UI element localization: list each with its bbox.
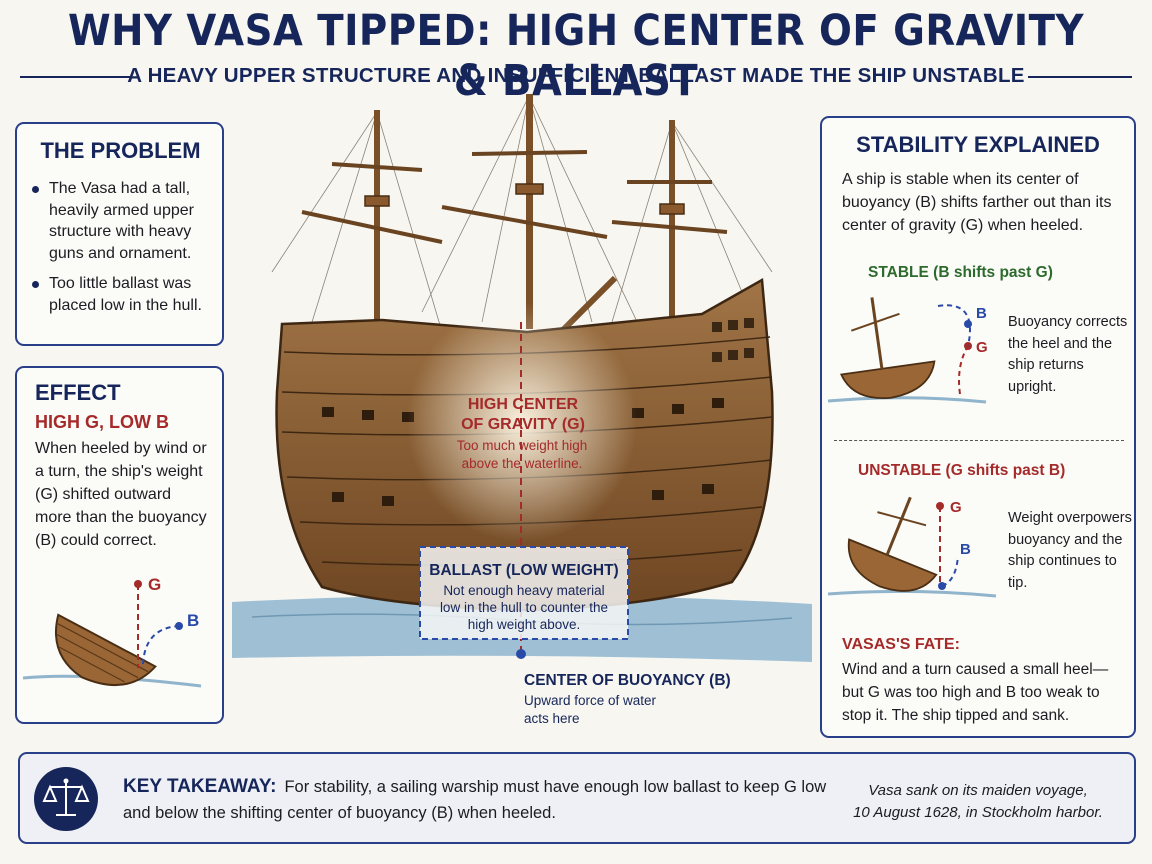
stable-b-point xyxy=(964,320,972,328)
problem-bullet-1: The Vasa had a tall, heavily armed upper… xyxy=(31,178,210,264)
effect-heading: EFFECT xyxy=(35,380,121,405)
fate-text: Wind and a turn caused a small heel—but … xyxy=(842,661,1109,724)
page-subtitle: A HEAVY UPPER STRUCTURE AND INSUFFICIENT… xyxy=(127,64,1025,87)
unstable-water xyxy=(828,589,997,598)
ballast-text: Not enough heavy material low in the hul… xyxy=(439,583,609,632)
subtitle-rule-right xyxy=(1028,76,1132,78)
ballast-box xyxy=(419,546,629,640)
stable-label: STABLE (B shifts past G) xyxy=(868,264,1053,281)
g-point xyxy=(134,580,142,588)
stable-text: Buoyancy corrects the heel and the ship … xyxy=(1008,314,1128,395)
unstable-b-point xyxy=(938,582,946,590)
stern-windows xyxy=(712,318,754,362)
rigging xyxy=(271,95,773,333)
buoyancy-point xyxy=(516,649,526,659)
unstable-b-label: B xyxy=(960,541,971,558)
buoyancy-text: Upward force of water acts here xyxy=(524,693,657,726)
problem-bullets: The Vasa had a tall, heavily armed upper… xyxy=(31,178,210,316)
takeaway-panel: KEY TAKEAWAY: For stability, a sailing wa… xyxy=(18,752,1136,844)
unstable-hull xyxy=(847,496,938,592)
crows-nests xyxy=(364,183,685,215)
problem-heading: THE PROBLEM xyxy=(40,138,201,163)
stability-heading: STABILITY EXPLAINED xyxy=(856,132,1100,157)
effect-text: When heeled by wind or a turn, the ship'… xyxy=(35,440,207,549)
ship-illustration xyxy=(232,94,812,662)
stable-water xyxy=(828,396,987,404)
problem-bullet-2: Too little ballast was placed low in the… xyxy=(31,273,210,316)
unstable-g-label: G xyxy=(950,499,962,516)
takeaway-text-2: and below the shifting center of buoyanc… xyxy=(123,804,556,822)
unstable-b-path xyxy=(941,555,959,587)
stable-g-path xyxy=(958,345,969,395)
takeaway-note-2: 10 August 1628, in Stockholm harbor. xyxy=(853,804,1103,821)
stability-divider xyxy=(834,440,1124,441)
subtitle-rule-left xyxy=(20,76,130,78)
b-point xyxy=(175,622,183,630)
buoyancy-path xyxy=(142,625,180,665)
gravity-title: HIGH CENTER OF GRAVITY (G) xyxy=(461,396,585,433)
stability-panel: STABILITY EXPLAINED A ship is stable whe… xyxy=(820,116,1136,738)
balance-scale-icon xyxy=(34,767,98,831)
subtitle-row: A HEAVY UPPER STRUCTURE AND INSUFFICIENT… xyxy=(20,62,1132,92)
tilted-ship-diagram: G B xyxy=(23,576,202,688)
unstable-text: Weight overpowers buoyancy and the ship … xyxy=(1008,510,1132,591)
stable-ship-diagram: G B xyxy=(828,297,988,404)
g-label: G xyxy=(148,576,161,594)
yards xyxy=(301,150,728,244)
buoyancy-title: CENTER OF BUOYANCY (B) xyxy=(524,672,731,689)
unstable-label: UNSTABLE (G shifts past B) xyxy=(858,462,1066,479)
page-title: WHY VASA TIPPED: HIGH CENTER OF GRAVITY … xyxy=(68,6,1084,106)
tilted-hull xyxy=(54,613,157,687)
takeaway-label: KEY TAKEAWAY: xyxy=(123,776,277,797)
stability-intro: A ship is stable when its center of buoy… xyxy=(842,171,1112,234)
stable-g-label: G xyxy=(976,339,988,356)
fate-heading: VASAS'S FATE: xyxy=(842,636,960,653)
ballast-title: BALLAST (LOW WEIGHT) xyxy=(429,562,619,579)
unstable-ship-diagram: G B xyxy=(828,496,997,598)
stable-b-label: B xyxy=(976,305,987,322)
takeaway-line1: KEY TAKEAWAY: For stability, a sailing wa… xyxy=(123,776,826,798)
takeaway-note: Vasa sank on its maiden voyage, 10 Augus… xyxy=(838,780,1118,824)
effect-subheading: HIGH G, LOW B xyxy=(35,412,169,432)
unstable-g-point xyxy=(936,502,944,510)
effect-panel: EFFECT HIGH G, LOW B When heeled by wind… xyxy=(15,366,224,724)
stable-hull xyxy=(840,297,936,400)
stable-b-path xyxy=(937,304,971,347)
problem-panel: THE PROBLEM The Vasa had a tall, heavily… xyxy=(15,122,224,346)
takeaway-text-1: For stability, a sailing warship must ha… xyxy=(284,778,827,796)
gravity-text: Too much weight high above the waterline… xyxy=(456,438,588,471)
takeaway-note-1: Vasa sank on its maiden voyage, xyxy=(868,782,1088,799)
b-label: B xyxy=(187,611,199,630)
